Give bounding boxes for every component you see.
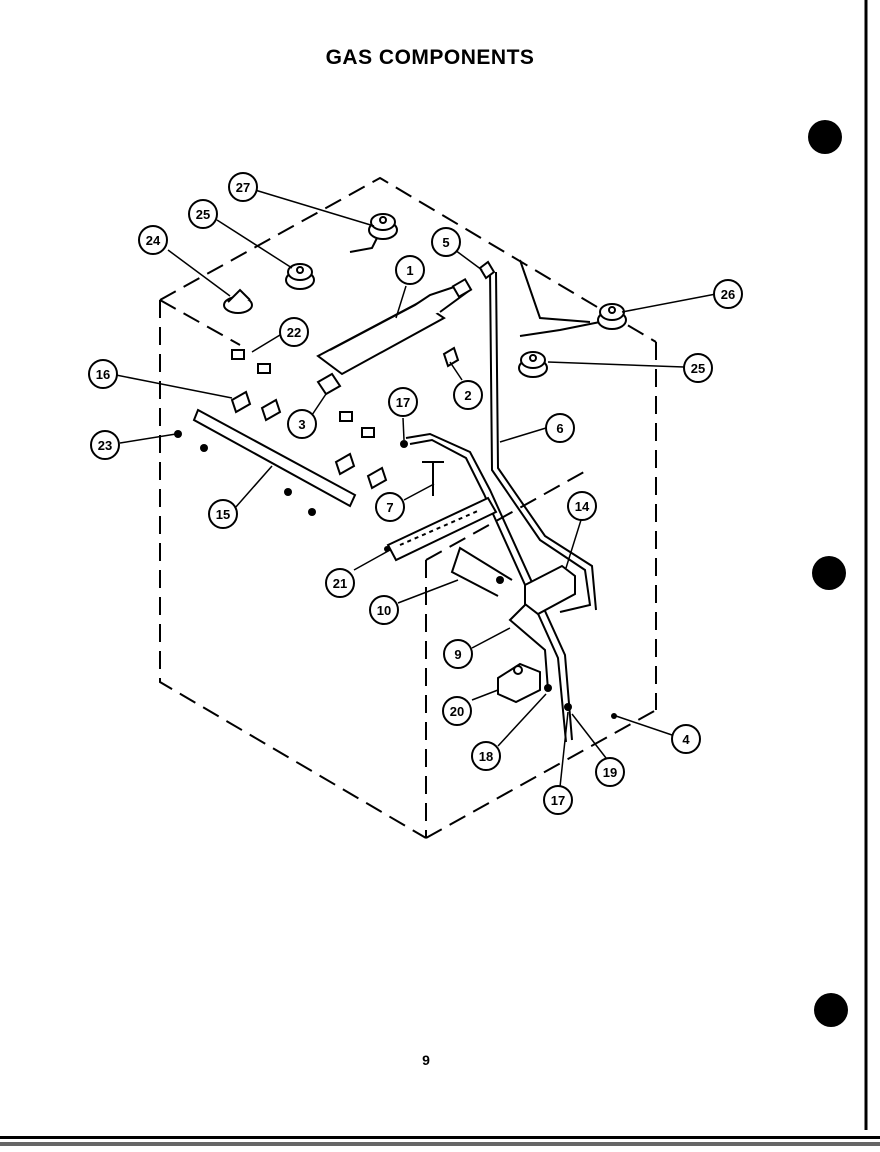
callout-26: 26: [713, 279, 743, 309]
callout-label: 22: [287, 325, 301, 340]
page-number: 9: [422, 1052, 430, 1068]
callout-1: 1: [395, 255, 425, 285]
callout-7: 7: [375, 492, 405, 522]
page-title: GAS COMPONENTS: [325, 46, 535, 69]
callout-label: 4: [682, 732, 690, 747]
callout-9: 9: [443, 639, 473, 669]
callout-label: 24: [146, 233, 161, 248]
callout-label: 14: [575, 499, 590, 514]
callout-4: 4: [671, 724, 701, 754]
callout-20: 20: [442, 696, 472, 726]
callout-label: 1: [406, 263, 413, 278]
component-1-shield: [316, 277, 473, 376]
callout-19: 19: [595, 757, 625, 787]
callout-label: 17: [551, 793, 565, 808]
callout-24: 24: [138, 225, 168, 255]
binder-hole-middle: [812, 556, 846, 590]
callout-27: 27: [228, 172, 258, 202]
binder-hole-bottom: [814, 993, 848, 1027]
small-fasteners: [174, 430, 617, 719]
callout-25: 25: [188, 199, 218, 229]
callout-label: 26: [721, 287, 735, 302]
callout-17: 17: [388, 387, 418, 417]
callout-16: 16: [88, 359, 118, 389]
callout-22: 22: [279, 317, 309, 347]
callout-label: 25: [196, 207, 210, 222]
callout-10: 10: [369, 595, 399, 625]
callout-label: 20: [450, 704, 464, 719]
burner-valves: [230, 349, 388, 490]
callout-2: 2: [453, 380, 483, 410]
manifold-pipe: [192, 408, 357, 508]
callout-6: 6: [545, 413, 575, 443]
callout-18: 18: [471, 741, 501, 771]
cabinet-outline: [159, 176, 657, 839]
surface-burner-25-right: [518, 351, 548, 378]
callout-label: 3: [298, 417, 305, 432]
callout-label: 18: [479, 749, 493, 764]
callout-25: 25: [683, 353, 713, 383]
callout-label: 15: [216, 507, 230, 522]
pressure-regulator: [497, 662, 541, 704]
callout-bubbles: 27 25 24 5 1 26 22 25 16 2 3 17 6 23 7 1…: [88, 172, 743, 815]
callout-21: 21: [325, 568, 355, 598]
surface-burner-27: [368, 213, 398, 240]
binder-hole-top: [808, 120, 842, 154]
callout-label: 21: [333, 576, 347, 591]
callout-label: 27: [236, 180, 250, 195]
surface-burner-25-left: [285, 263, 315, 290]
surface-burner-26: [597, 303, 627, 330]
callout-label: 5: [442, 235, 449, 250]
thermostat-valve: [524, 564, 576, 616]
callout-label: 7: [386, 500, 393, 515]
oven-burner: [386, 496, 498, 562]
callout-label: 16: [96, 367, 110, 382]
callout-label: 23: [98, 438, 112, 453]
callout-15: 15: [208, 499, 238, 529]
callout-3: 3: [287, 409, 317, 439]
callout-label: 25: [691, 361, 705, 376]
callout-5: 5: [431, 227, 461, 257]
callout-17: 17: [543, 785, 573, 815]
callout-label: 19: [603, 765, 617, 780]
callout-14: 14: [567, 491, 597, 521]
mounting-brackets: [316, 260, 496, 396]
callout-23: 23: [90, 430, 120, 460]
burner-knob-24: [223, 288, 253, 314]
gas-tubing: [349, 231, 601, 743]
bracket-7: [422, 461, 444, 496]
callout-label: 9: [454, 647, 461, 662]
scan-edge-artifact: [0, 1136, 880, 1146]
leader-lines: [115, 189, 717, 788]
callout-label: 17: [396, 395, 410, 410]
callout-label: 6: [556, 421, 563, 436]
callout-label: 2: [464, 388, 471, 403]
callout-label: 10: [377, 603, 391, 618]
